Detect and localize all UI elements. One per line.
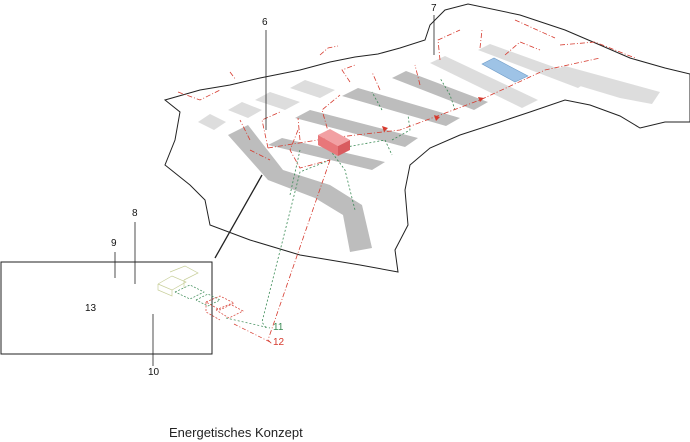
label-12: 12 bbox=[273, 337, 285, 348]
detail-sketch bbox=[157, 265, 271, 343]
building-small bbox=[198, 114, 226, 130]
detail-box bbox=[0, 261, 213, 355]
diagram-caption: Energetisches Konzept bbox=[169, 425, 303, 440]
building-curved bbox=[228, 125, 372, 252]
building-small bbox=[255, 92, 300, 110]
label-11: 11 bbox=[273, 322, 284, 333]
building-bar bbox=[392, 71, 488, 110]
label-8: 8 bbox=[132, 208, 138, 219]
label-13: 13 bbox=[85, 303, 97, 314]
building-bar bbox=[268, 138, 385, 170]
building-bar bbox=[295, 110, 418, 147]
solar-roof bbox=[481, 57, 529, 83]
building-small bbox=[290, 80, 335, 98]
flow-arrows bbox=[382, 97, 484, 132]
label-7: 7 bbox=[431, 3, 437, 14]
label-9: 9 bbox=[111, 238, 117, 249]
site-outline bbox=[163, 3, 690, 273]
buildings bbox=[198, 44, 660, 252]
label-10: 10 bbox=[148, 367, 160, 378]
building-bar bbox=[342, 88, 460, 126]
building-small bbox=[228, 102, 262, 118]
energy-center bbox=[318, 129, 350, 156]
label-6: 6 bbox=[262, 17, 268, 28]
building-curved-east bbox=[548, 66, 660, 104]
green-network bbox=[261, 77, 456, 329]
building-bar bbox=[430, 56, 538, 108]
leader-lines bbox=[114, 15, 435, 366]
